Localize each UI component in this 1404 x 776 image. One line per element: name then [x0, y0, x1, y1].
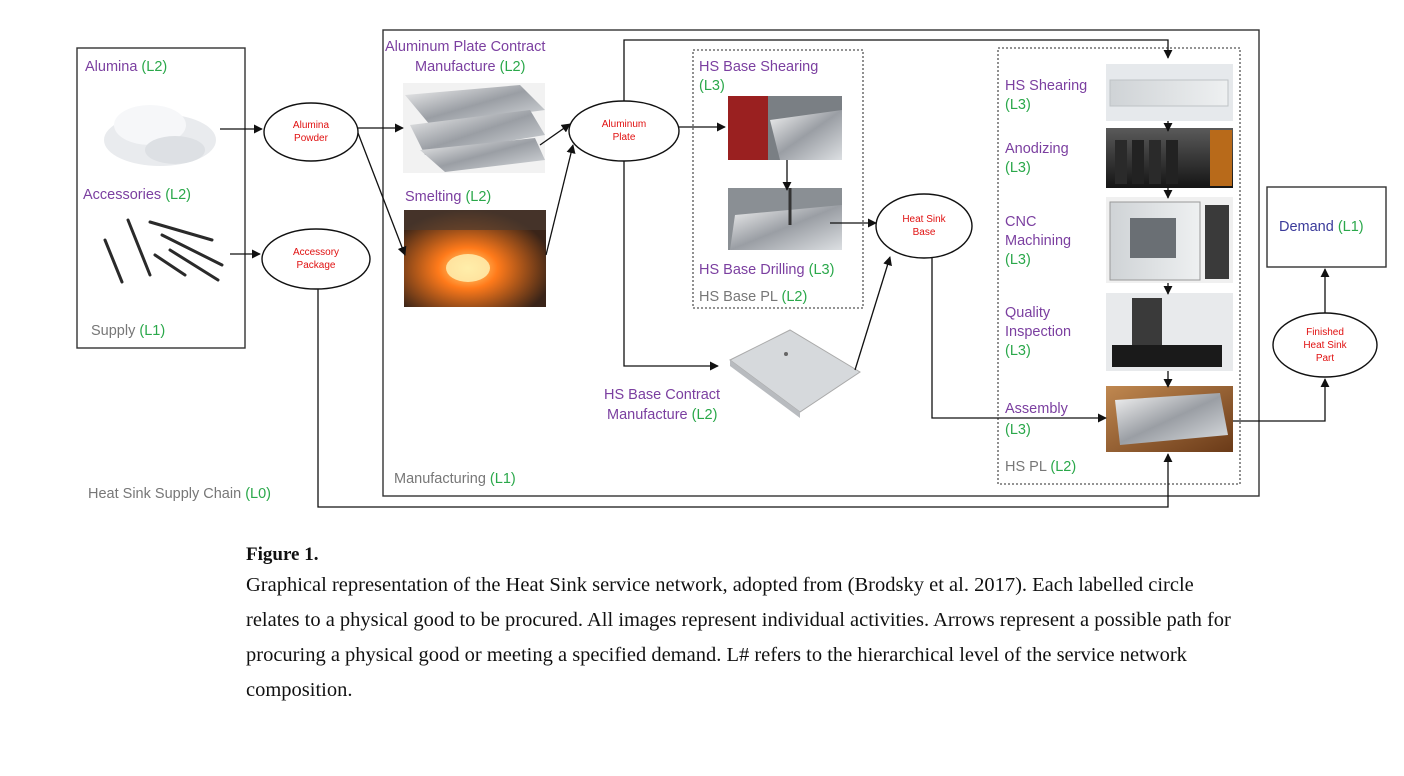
heat-sink-service-network-diagram: Alumina (L2) Accessories (L2) Supply (L1…	[76, 29, 1387, 508]
cnc-label-line2: Machining	[1005, 233, 1072, 249]
hs-base-contract-image	[729, 329, 861, 418]
hs-shearing-label: HS Shearing	[1005, 78, 1088, 94]
hs-base-shearing-image	[728, 96, 842, 160]
assembly-label: Assembly	[1005, 401, 1068, 417]
accessory-package-node	[261, 228, 371, 290]
anodizing-label: Anodizing	[1005, 141, 1069, 157]
hs-pl-label: HS PL (L2)	[1005, 459, 1077, 475]
quality-level: (L3)	[1005, 343, 1031, 359]
hs-base-contract-label-line1: HS Base Contract	[604, 387, 721, 403]
hs-base-drilling-label: HS Base Drilling (L3)	[699, 262, 835, 278]
heat-sink-supply-chain-label: Heat Sink Supply Chain (L0)	[88, 486, 271, 502]
cnc-level: (L3)	[1005, 252, 1031, 268]
smelting-image	[404, 210, 546, 307]
quality-label-line1: Quality	[1005, 305, 1051, 321]
accessories-image	[103, 218, 224, 284]
diagram-graphics	[76, 29, 1387, 508]
anodizing-level: (L3)	[1005, 160, 1031, 176]
manufacturing-label: Manufacturing (L1)	[394, 471, 516, 487]
alumina-label: Alumina (L2)	[85, 59, 168, 75]
assembly-level: (L3)	[1005, 422, 1031, 438]
demand-label: Demand (L1)	[1279, 219, 1364, 235]
alumina-image	[103, 82, 219, 174]
caption-body: Graphical representation of the Heat Sin…	[246, 574, 1231, 701]
quality-label-line2: Inspection	[1005, 324, 1072, 340]
hs-shearing-level: (L3)	[1005, 97, 1031, 113]
accessories-label: Accessories (L2)	[83, 187, 191, 203]
arrows	[220, 39, 1330, 508]
anodizing-image	[1106, 128, 1233, 188]
hs-base-shearing-level: (L3)	[699, 78, 725, 94]
hs-base-shearing-label: HS Base Shearing	[699, 59, 819, 75]
alumina-powder-node	[263, 102, 359, 162]
manufacturing-box	[382, 29, 1260, 497]
aluminum-plate-contract-label-line1: Aluminum Plate Contract	[385, 39, 546, 55]
assembly-image	[1106, 386, 1233, 452]
hs-base-contract-label-line2: Manufacture (L2)	[607, 407, 718, 423]
supply-label: Supply (L1)	[91, 323, 166, 339]
smelting-label: Smelting (L2)	[405, 189, 492, 205]
hs-base-drilling-image	[728, 188, 842, 250]
cnc-machining-image	[1106, 197, 1233, 283]
caption-title: Figure 1.	[246, 544, 319, 565]
aluminum-plate-contract-image	[403, 83, 545, 173]
cnc-label-line1: CNC	[1005, 214, 1037, 230]
figure-caption: Figure 1. Graphical representation of th…	[246, 542, 1246, 708]
demand-box	[1266, 186, 1387, 268]
hs-base-pl-label: HS Base PL (L2)	[699, 289, 808, 305]
quality-inspection-image	[1106, 293, 1233, 371]
supply-box	[76, 47, 246, 349]
hs-shearing-image	[1106, 64, 1233, 121]
hs-pl-box	[997, 47, 1241, 485]
aluminum-plate-contract-label-line2: Manufacture (L2)	[415, 59, 526, 75]
hs-base-pl-box	[692, 49, 864, 309]
